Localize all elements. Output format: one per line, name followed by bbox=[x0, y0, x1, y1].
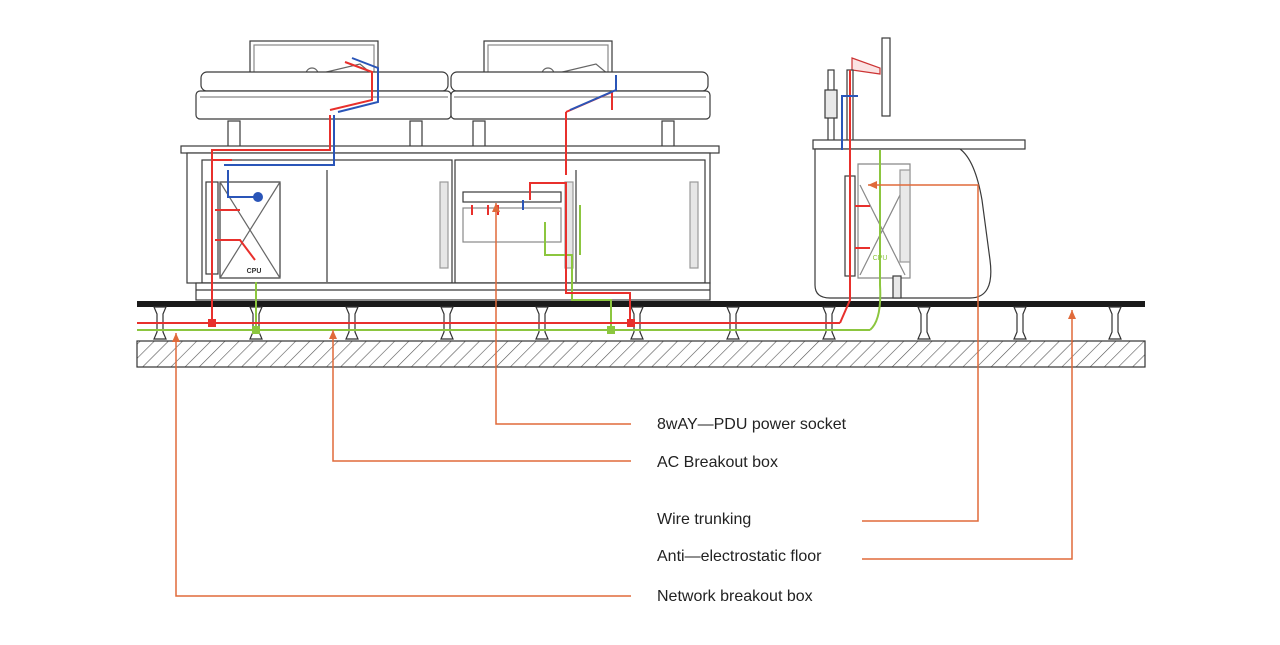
net-breakout-marker-right bbox=[607, 326, 615, 334]
anti-static-floor-deck bbox=[137, 301, 1145, 307]
leader-pdu bbox=[495, 203, 631, 425]
cpu-label-right: CPU bbox=[873, 255, 888, 262]
data-cabling bbox=[224, 57, 858, 210]
callout-label-pdu-power-socket: 8wAY—PDU power socket bbox=[657, 416, 847, 433]
side-desktop bbox=[812, 139, 1026, 150]
leader-ac bbox=[332, 330, 631, 462]
main-console bbox=[180, 40, 720, 301]
net-breakout-marker-left bbox=[252, 326, 260, 334]
callout-label-network-breakout-box: Network breakout box bbox=[657, 588, 813, 605]
callout-label-wire-trunking: Wire trunking bbox=[657, 511, 752, 528]
leader-net bbox=[175, 333, 631, 597]
leader-wire bbox=[862, 184, 979, 522]
side-console bbox=[812, 37, 1026, 299]
ground-slab bbox=[136, 340, 1146, 368]
callout-leaders bbox=[175, 184, 1073, 597]
cpu-label-left: CPU bbox=[247, 268, 262, 275]
leader-arrowheads bbox=[172, 181, 1076, 342]
leader-floor bbox=[862, 310, 1073, 560]
callout-label-ac-breakout-box: AC Breakout box bbox=[657, 454, 778, 471]
ac-breakout-marker-right bbox=[627, 319, 635, 327]
callout-label-anti-electrostatic-floor: Anti—electrostatic floor bbox=[657, 548, 822, 565]
side-monitor bbox=[881, 37, 891, 117]
ac-breakout-marker-left bbox=[208, 319, 216, 327]
pdu-strip-main bbox=[462, 191, 562, 203]
